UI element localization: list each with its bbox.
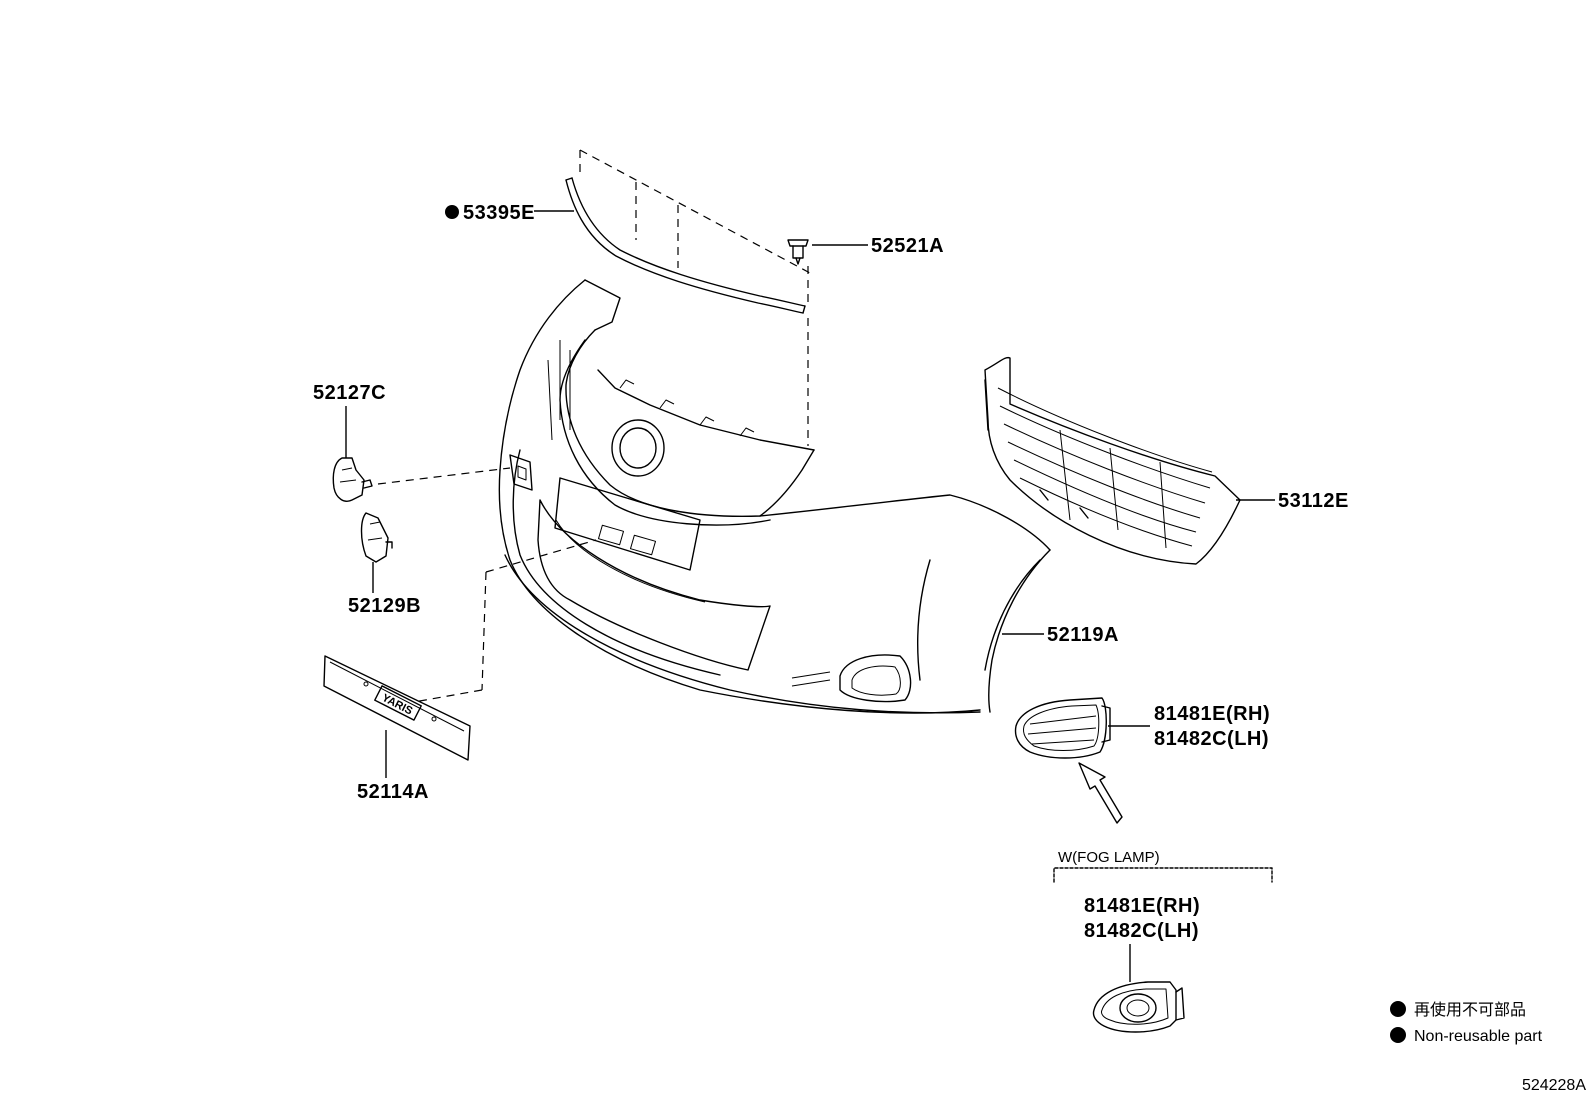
fog-lamp-cover-upper xyxy=(1014,697,1111,759)
part-label-52521a: 52521A xyxy=(871,235,944,257)
bumper-cover-52119a xyxy=(498,279,1051,714)
part-label-52129b: 52129B xyxy=(348,595,421,617)
lower-grille-53112e xyxy=(984,356,1241,565)
non-reusable-marker-53395e xyxy=(445,205,459,219)
legend: 再使用不可部品 Non-reusable part xyxy=(1390,1001,1543,1045)
leader-lines xyxy=(345,210,1275,982)
legend-text-english: Non-reusable part xyxy=(1414,1028,1543,1045)
part-label-81481e-rh-variant: 81481E(RH) xyxy=(1084,895,1200,917)
fog-lamp-cover-lower xyxy=(1092,981,1185,1033)
bracket-52129b xyxy=(360,512,393,563)
clip-52521a xyxy=(787,239,809,265)
fog-lamp-variant-bracket xyxy=(1053,867,1273,883)
part-label-53395e: 53395E xyxy=(463,202,535,224)
part-label-81482c-lh-installed: 81482C(LH) xyxy=(1154,728,1269,750)
license-plate-bracket-52114a: YARIS xyxy=(323,655,471,761)
part-label-81481e-rh-installed: 81481E(RH) xyxy=(1154,703,1270,725)
legend-text-japanese: 再使用不可部品 xyxy=(1414,1001,1526,1019)
strip-alignment-lines xyxy=(579,149,811,446)
part-label-52127c: 52127C xyxy=(313,382,386,404)
molding-strip-53395e xyxy=(565,177,806,314)
diagram-id: 524228A xyxy=(1522,1077,1586,1094)
part-label-53112e: 53112E xyxy=(1278,490,1349,512)
fog-lamp-arrow xyxy=(1078,762,1123,824)
fog-lamp-variant-note: W(FOG LAMP) xyxy=(1058,849,1160,866)
part-label-81482c-lh-variant: 81482C(LH) xyxy=(1084,920,1199,942)
legend-marker-japanese xyxy=(1390,1001,1406,1017)
part-label-52114a: 52114A xyxy=(357,781,429,803)
bracket-52127c xyxy=(332,457,373,502)
bracket-alignment-lines xyxy=(377,467,597,703)
legend-marker-english xyxy=(1390,1027,1406,1043)
part-label-52119a: 52119A xyxy=(1047,624,1119,646)
